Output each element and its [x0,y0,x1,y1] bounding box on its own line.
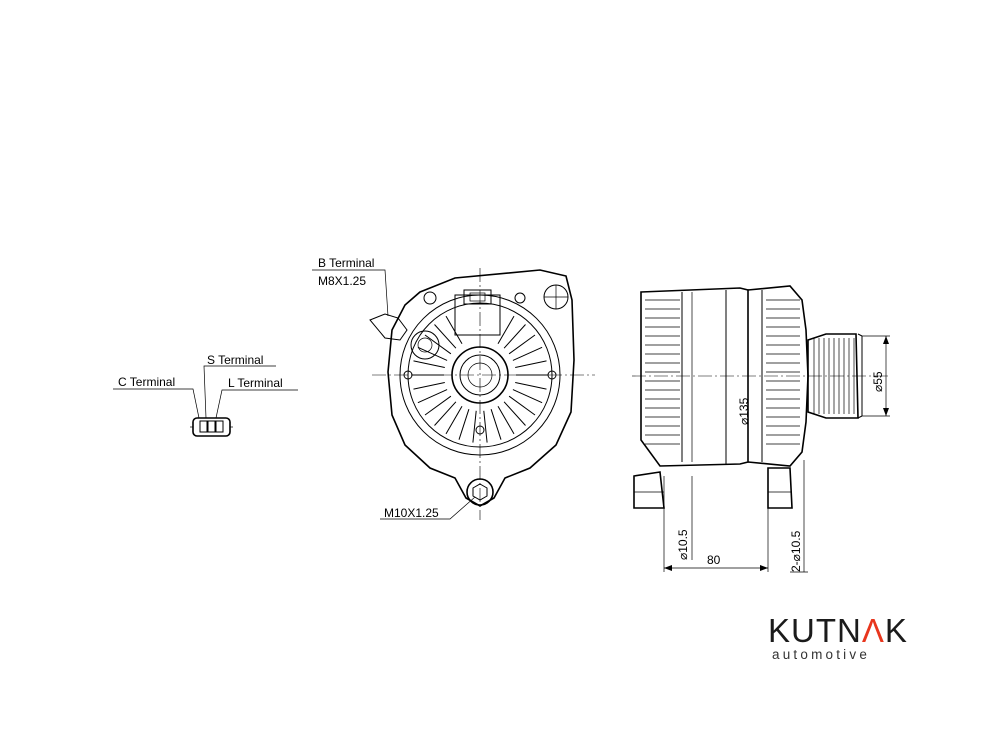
rear-view [369,268,595,520]
cooling-slot [512,346,543,361]
logo-wordmark: KUTNΛK [768,614,908,648]
mount-thread-leader [380,496,476,520]
pulley-diameter-dimension: ⌀55 [871,371,885,392]
cooling-slot [503,324,526,349]
cooling-slot [445,405,463,435]
cooling-slot [508,395,536,416]
cooling-slot [417,346,448,361]
cooling-slot [417,389,448,404]
cooling-slot [413,360,445,368]
side-view [632,285,890,509]
cooling-slot [424,334,452,355]
c-terminal-label: C Terminal [118,375,175,389]
kutnak-logo: KUTNΛK automotive [768,614,908,662]
cooling-slot [497,315,515,345]
cooling-slot [497,405,515,435]
cooling-slot [483,410,488,443]
b-terminal-label: B Terminal [318,256,374,270]
l-terminal-label: L Terminal [228,376,283,390]
b-terminal-leader [312,269,389,317]
pulley-grooves [813,338,855,414]
cooling-slot [503,401,526,426]
cooling-slot [434,401,457,426]
cooling-slot [490,409,502,440]
rear-holes-dimension: 2-⌀10.5 [789,530,803,572]
side-view-cooling-fins [645,299,800,445]
cooling-slot [472,410,477,443]
rear-view-cooling-slots [412,315,548,443]
logo-accent-mark: Λ [861,612,885,649]
front-hole-dimension: ⌀10.5 [676,529,690,560]
logo-word-end: K [884,612,908,649]
b-terminal-thread: M8X1.25 [318,274,366,288]
cooling-slot [512,389,543,404]
cooling-slot [515,360,547,368]
cooling-slot [413,382,445,390]
cooling-slot [515,382,547,390]
mount-thread-label: M10X1.25 [384,506,439,520]
logo-word-start: KUTN [768,612,862,649]
s-terminal-label: S Terminal [207,353,263,367]
logo-tagline: automotive [772,647,871,662]
cooling-slot [445,315,463,345]
cooling-slot [508,334,536,355]
cooling-slot [434,324,457,349]
connector-plug [190,417,233,437]
dimension-lines [663,292,890,573]
cooling-slot [458,409,470,440]
connector-leader-lines [113,365,298,419]
body-diameter-dimension: ⌀135 [737,397,751,425]
cooling-slot [424,395,452,416]
mount-spacing-dimension: 80 [707,553,721,567]
